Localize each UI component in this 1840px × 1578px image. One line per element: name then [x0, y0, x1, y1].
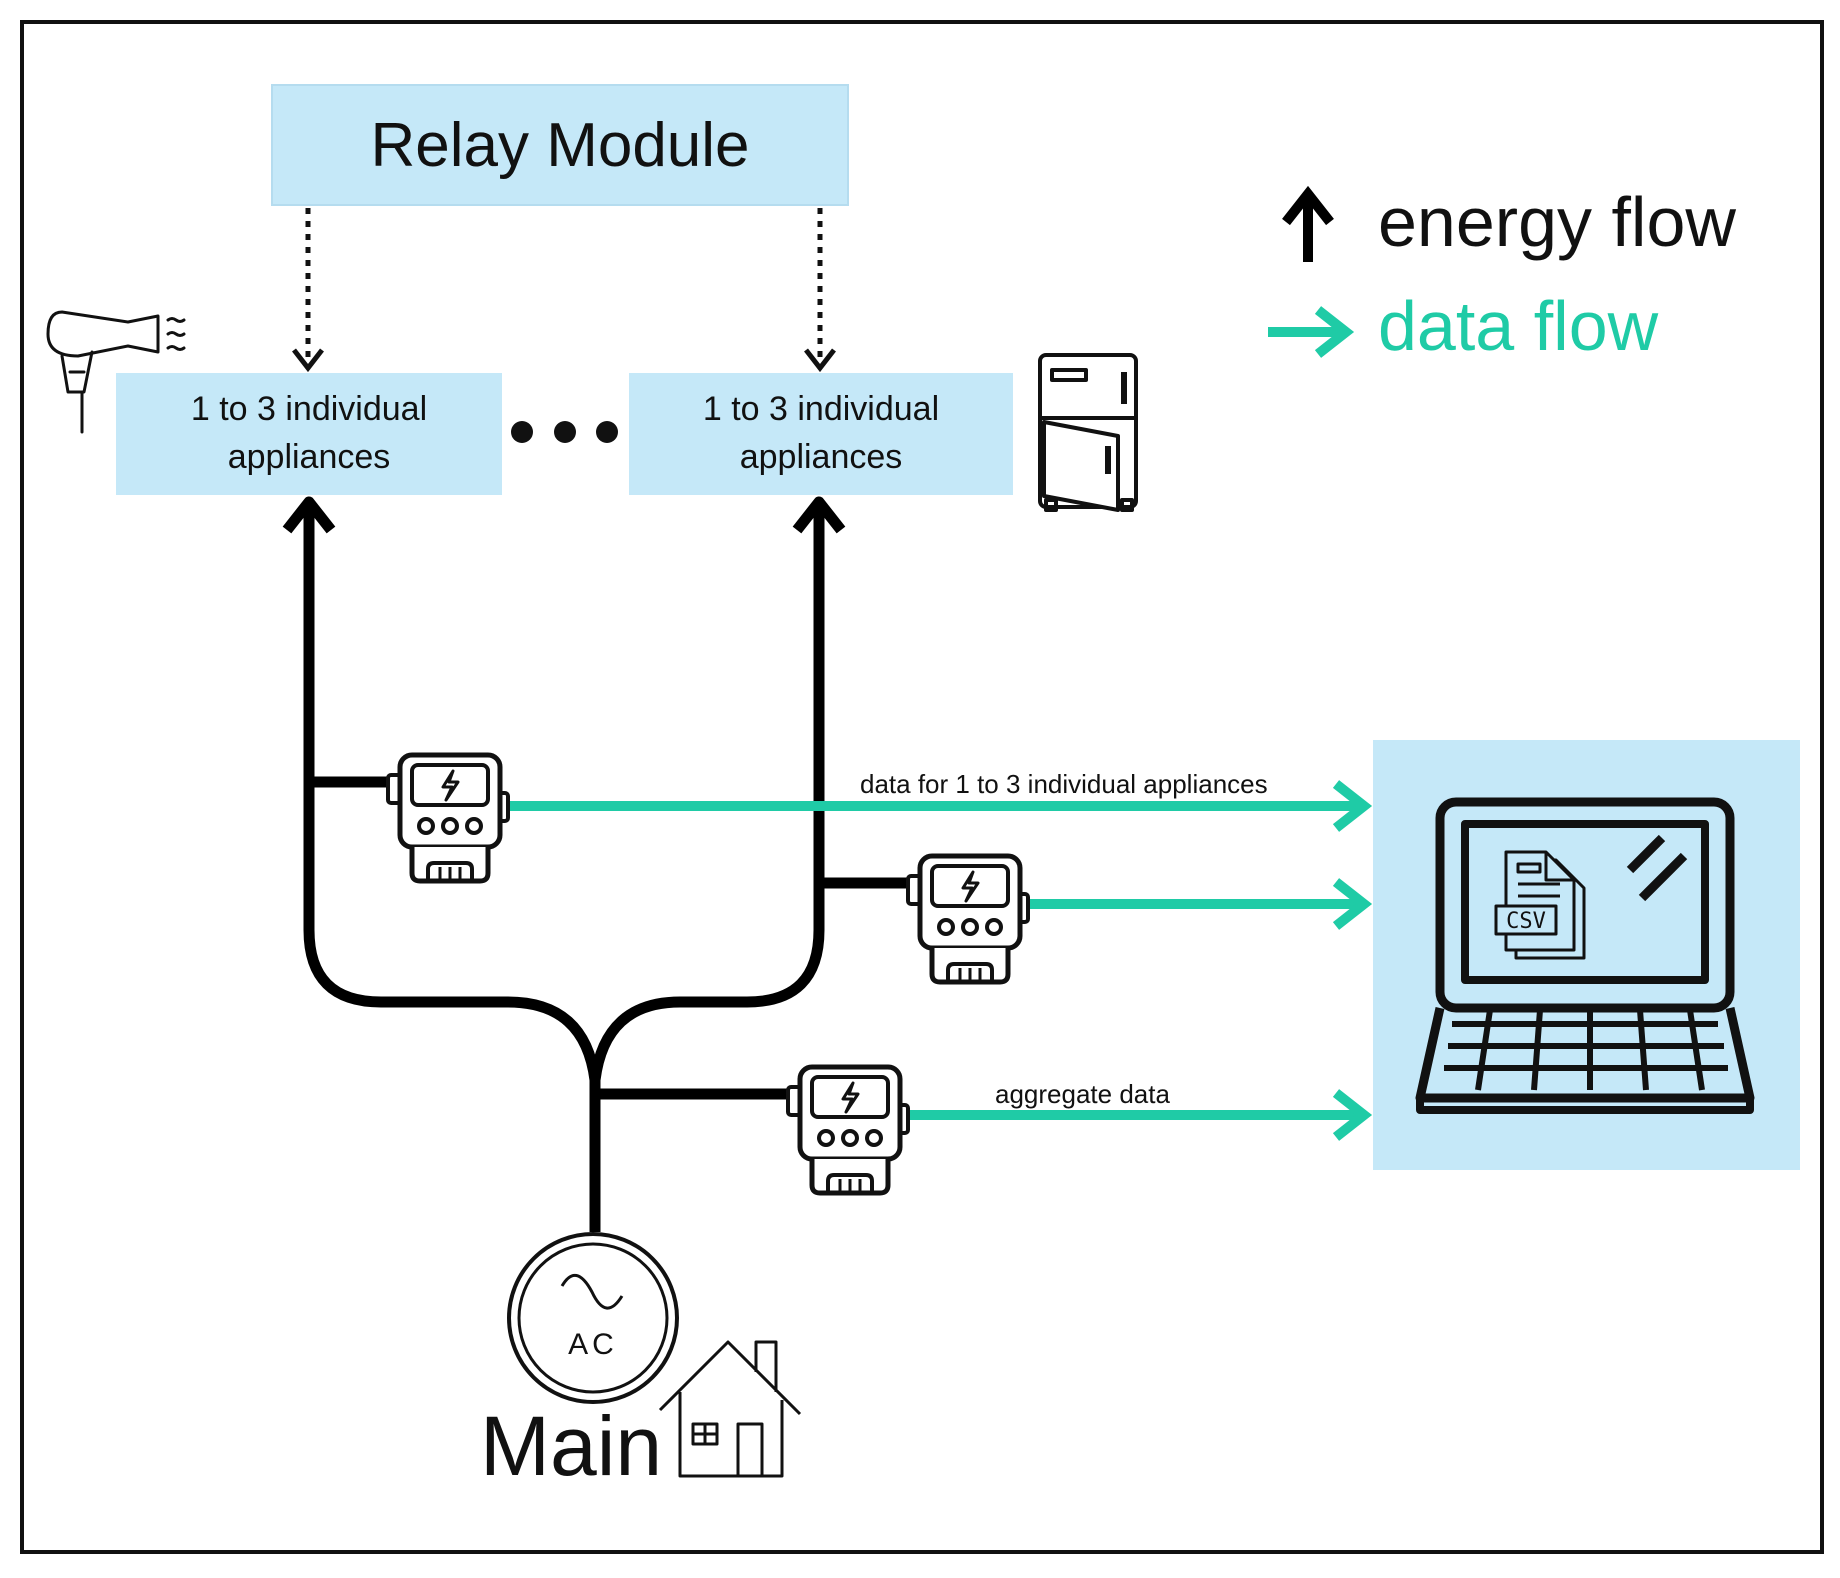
fridge-icon	[1038, 353, 1138, 512]
main-label: Main	[480, 1399, 662, 1493]
relay-module-label: Relay Module	[370, 111, 749, 180]
arrow-right-icon	[1268, 306, 1355, 358]
appliance-group-2-line1: 1 to 3 individual	[703, 390, 939, 428]
appliance-group-1-line1: 1 to 3 individual	[191, 390, 427, 428]
energy-branch-left	[303, 505, 601, 1081]
relay-module-box	[271, 84, 849, 206]
appliance-group-box-2	[629, 373, 1013, 495]
appliance-group-2-line2: appliances	[740, 438, 903, 476]
csv-file-icon	[1494, 850, 1586, 960]
ellipsis-dots	[511, 421, 618, 443]
edge-label-individual-data: data for 1 to 3 individual appliances	[860, 769, 1268, 799]
energy-meter-icon	[908, 856, 1028, 982]
ac-source-icon	[507, 1232, 679, 1404]
energy-flow-paths	[282, 496, 912, 1232]
laptop-icon	[1415, 797, 1755, 1114]
arrow-up-icon	[1282, 185, 1334, 262]
house-icon	[658, 1340, 802, 1478]
csv-file-label: CSV	[1506, 909, 1546, 934]
ac-label: AC	[568, 1328, 618, 1361]
legend: energy flow data flow	[1268, 183, 1736, 365]
appliance-group-1-line2: appliances	[228, 438, 391, 476]
legend-data-flow: data flow	[1378, 287, 1659, 365]
relay-control-arrows	[292, 208, 836, 373]
edge-label-aggregate-data: aggregate data	[995, 1079, 1170, 1109]
diagram-frame	[20, 20, 1824, 1554]
hair-dryer-icon	[46, 310, 186, 434]
energy-branch-right	[589, 505, 825, 1081]
appliance-group-box-1	[116, 373, 502, 495]
data-flow-arrows	[505, 780, 1373, 1141]
legend-energy-flow: energy flow	[1378, 183, 1736, 261]
energy-meter-icon	[788, 1067, 908, 1193]
energy-meter-icon	[388, 755, 508, 881]
